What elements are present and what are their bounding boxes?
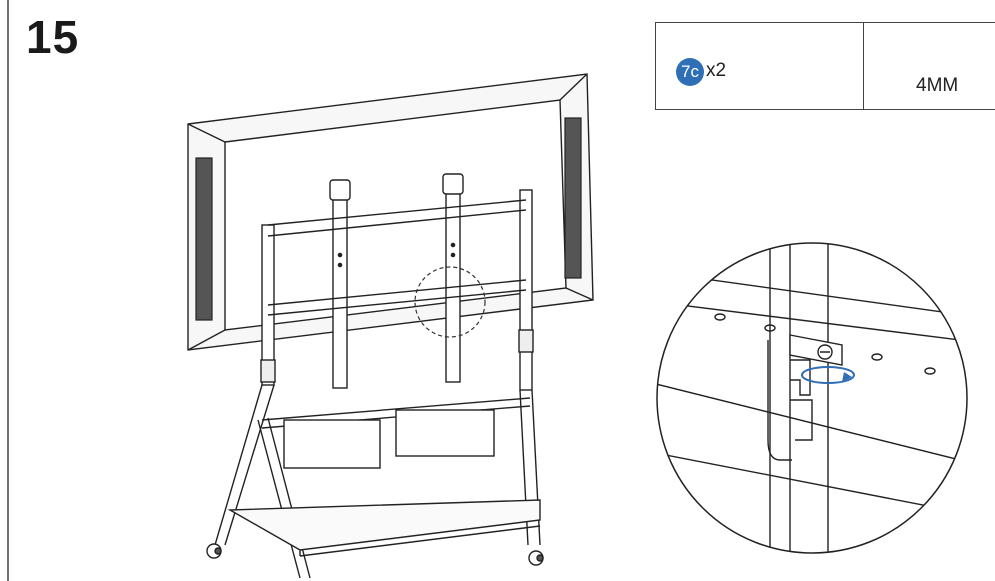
detail-marker	[414, 266, 486, 338]
tool-size-label: 4MM	[916, 75, 959, 96]
step-number: 15	[26, 11, 80, 63]
right-vent	[564, 117, 582, 279]
mount-bracket-left	[329, 179, 351, 389]
display-panel	[187, 73, 594, 351]
rotate-arrow-icon	[801, 366, 855, 384]
parts-box: 7c x2 4MM	[655, 22, 995, 110]
part-id-badge: 7c	[676, 58, 704, 86]
left-vent	[195, 157, 213, 321]
mount-bracket-right	[442, 173, 464, 383]
detail-view	[656, 242, 968, 554]
stand-frame	[206, 189, 544, 579]
parts-divider	[863, 23, 864, 109]
part-quantity: x2	[706, 60, 727, 81]
